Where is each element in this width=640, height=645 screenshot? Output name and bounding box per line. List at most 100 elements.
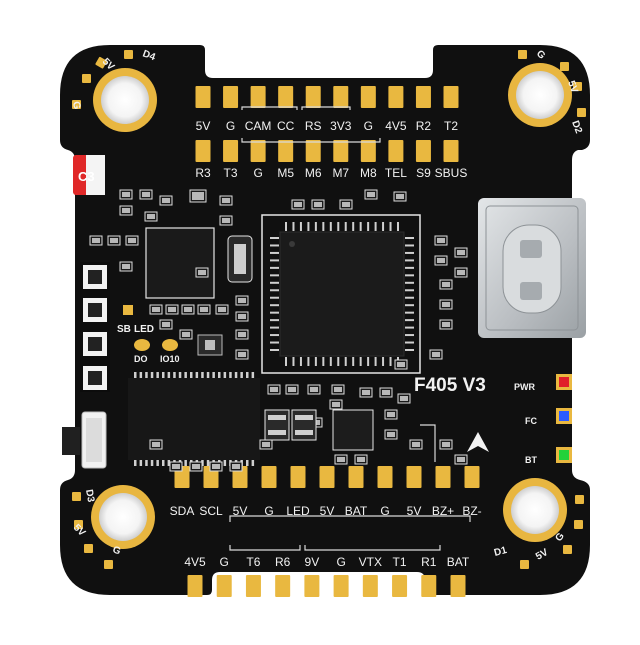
pad-label: 5V [196, 119, 211, 133]
pad-label: T1 [393, 555, 407, 569]
solder-pad [333, 575, 349, 597]
pad-label: T2 [444, 119, 458, 133]
pad-label: G [226, 119, 235, 133]
pad-label: M5 [277, 166, 294, 180]
solder-pad [290, 466, 306, 488]
corner-pads [72, 50, 586, 569]
bottom-pad-row-2 [187, 575, 466, 597]
usb-c-port [478, 198, 586, 338]
pad-label: VTX [359, 555, 382, 569]
solder-pad [223, 86, 239, 108]
pad-label: 3V3 [330, 119, 352, 133]
pad-label: 5V [407, 504, 422, 518]
solder-pad [216, 575, 232, 597]
solder-pad [250, 140, 266, 162]
c3-component: C3 [73, 155, 105, 195]
top-pad-row-2 [195, 140, 459, 162]
solder-pad [388, 140, 404, 162]
solder-pad [362, 575, 378, 597]
pad-label: T3 [224, 166, 238, 180]
pad-label: M7 [332, 166, 349, 180]
solder-pad [443, 86, 459, 108]
solder-pad [278, 140, 294, 162]
pad-label: M8 [360, 166, 377, 180]
corner-label-tl-d4: D4 [141, 48, 157, 63]
led-strip [80, 262, 110, 392]
pad-label: CAM [245, 119, 272, 133]
pad-label: SCL [199, 504, 223, 518]
solder-pad [406, 466, 422, 488]
pad-label: R1 [421, 555, 437, 569]
corner-label-br-d1: D1 [493, 545, 509, 559]
solder-pad [377, 466, 393, 488]
pad-label: 4V5 [184, 555, 206, 569]
passive-components [89, 189, 468, 472]
solder-pad [250, 86, 266, 108]
io10-label: IO10 [160, 354, 180, 364]
corner-label-tr-5v: 5V [565, 79, 580, 95]
pad-label: SDA [170, 504, 195, 518]
solder-pad [360, 86, 376, 108]
pad-label: M6 [305, 166, 322, 180]
pad-label: G [253, 166, 262, 180]
direction-arrow-icon [467, 432, 489, 452]
solder-pad [187, 575, 203, 597]
pad-label: G [264, 504, 273, 518]
pad-label: 9V [305, 555, 320, 569]
pad-label: BZ+ [432, 504, 454, 518]
crystal [227, 235, 253, 283]
solder-pad [360, 140, 376, 162]
corner-label-tr-d2: D2 [569, 119, 584, 135]
pad-label: SBUS [435, 166, 468, 180]
solder-pad [245, 575, 261, 597]
corner-label-bl-d3: D3 [83, 489, 96, 504]
pad-label: BAT [345, 504, 368, 518]
pad-label: S9 [416, 166, 431, 180]
solder-pad [415, 86, 431, 108]
corner-label-br-5v: 5V [534, 547, 550, 563]
pad-label: LED [286, 504, 310, 518]
solder-pad [195, 140, 211, 162]
side-connector [62, 411, 107, 469]
corner-label-bl-g: G [111, 544, 122, 557]
solder-pad [450, 575, 466, 597]
pad-label: 4V5 [385, 119, 407, 133]
board-model-label: F405 V3 [414, 375, 486, 396]
pad-label: 5V [320, 504, 335, 518]
solder-pad [261, 466, 277, 488]
gyro-chip [145, 227, 215, 299]
solder-pad [333, 140, 349, 162]
solder-pad [223, 140, 239, 162]
solder-pad [421, 575, 437, 597]
solder-pad [443, 140, 459, 162]
fc-label: FC [525, 416, 537, 426]
pad-label: G [220, 555, 229, 569]
pad-label: RS [305, 119, 322, 133]
solder-pad [195, 86, 211, 108]
led-label: LED [134, 324, 154, 335]
pad-label: R3 [195, 166, 211, 180]
bt-label: BT [525, 455, 537, 465]
pad-label: G [336, 555, 345, 569]
sb-label: SB [117, 324, 131, 335]
pad-label: T6 [246, 555, 260, 569]
boot-button [197, 334, 223, 356]
do-label: DO [134, 354, 148, 364]
solder-pad [388, 86, 404, 108]
silk-line [420, 424, 436, 462]
bottom-bracket-lines [229, 515, 471, 551]
pad-label: G [380, 504, 389, 518]
solder-pad [275, 575, 291, 597]
solder-pad [305, 140, 321, 162]
pwr-label: PWR [514, 382, 535, 392]
pad-label: 5V [233, 504, 248, 518]
solder-pad [464, 466, 480, 488]
top-bracket-lines [241, 106, 381, 143]
pad-label: BZ- [462, 504, 481, 518]
sb-led-pads: SB LED DO IO10 [117, 305, 180, 364]
